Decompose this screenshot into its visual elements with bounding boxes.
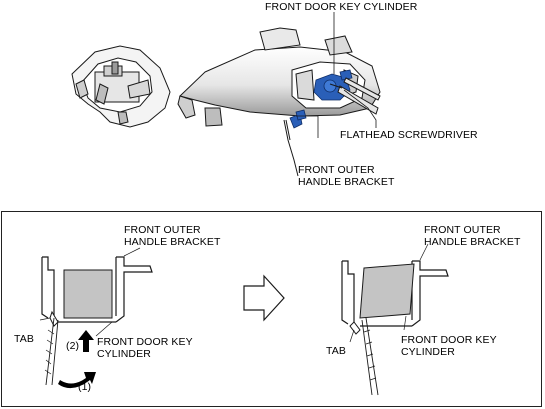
left-detail-arrow-up [78,330,94,352]
left-detail-key-cylinder [63,269,113,319]
left-detail-bracket-label: FRONT OUTER HANDLE BRACKET [124,224,221,248]
left-detail-cylinder-label: FRONT DOOR KEY CYLINDER [97,336,193,360]
right-detail-bracket-label: FRONT OUTER HANDLE BRACKET [424,224,521,248]
right-detail-cylinder-label: FRONT DOOR KEY CYLINDER [401,334,497,358]
leader-lines [296,12,377,138]
latch-end-cap [71,45,171,128]
left-detail-tab-label: TAB [14,333,34,345]
left-detail-step1-label: (1) [78,381,92,393]
label-front-door-key-cylinder-top: FRONT DOOR KEY CYLINDER [265,1,418,13]
right-detail-tab [349,321,361,335]
transition-arrow [243,274,285,322]
detail-frame [1,211,542,407]
right-detail-key-cylinder [359,263,415,319]
right-detail-leaders [349,243,429,343]
mounting-stud [283,119,299,177]
left-detail-step2-label: (2) [66,340,80,352]
left-detail-bracket [41,256,153,323]
left-detail-leaders [39,247,141,337]
right-detail-screwdriver [361,317,379,396]
left-detail-arrow-curved [58,372,96,389]
left-detail-screwdriver [44,317,59,386]
label-front-outer-handle-bracket-top: FRONT OUTER HANDLE BRACKET [298,164,395,188]
right-detail-tab-label: TAB [326,345,346,357]
label-flathead-screwdriver: FLATHEAD SCREWDRIVER [340,129,478,141]
